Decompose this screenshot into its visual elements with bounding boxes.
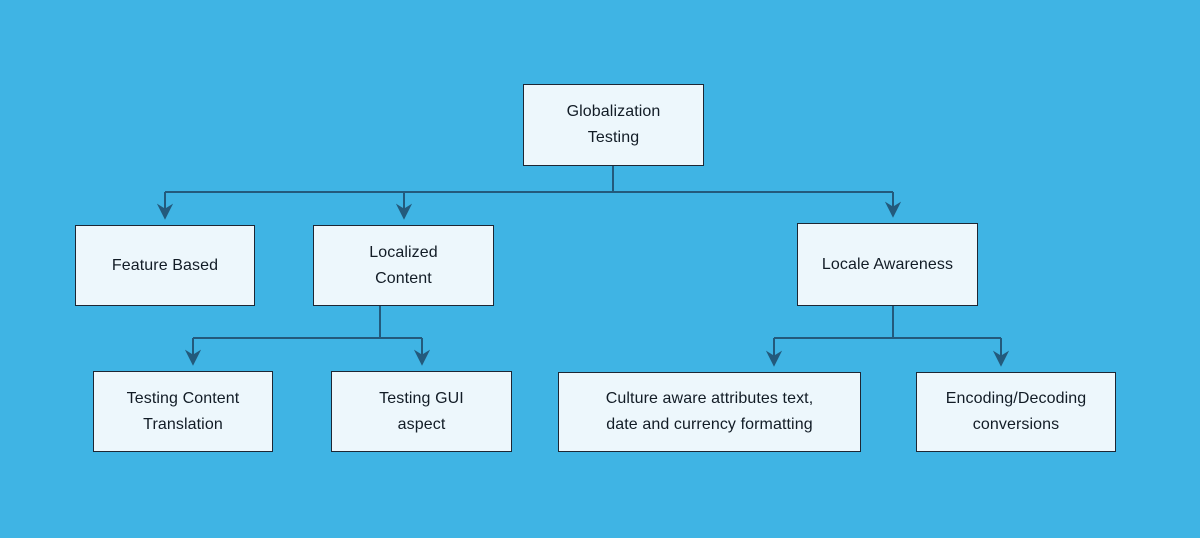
node-culture-aware-formatting: Culture aware attributes text, date and … [558, 372, 861, 452]
node-localized-content-label: Localized Content [369, 243, 438, 287]
node-testing-gui-aspect-label: Testing GUI aspect [379, 389, 464, 433]
node-encoding-decoding-conversions-label: Encoding/Decoding conversions [945, 390, 1087, 433]
connector-localized-content-to-children [193, 306, 422, 339]
node-testing-content-translation: Testing Content Translation [93, 371, 273, 452]
node-localized-content: Localized Content [313, 225, 494, 306]
node-locale-awareness-label: Locale Awareness [821, 255, 954, 273]
node-feature-based-label: Feature Based [111, 256, 219, 274]
node-encoding-decoding-conversions: Encoding/Decoding conversions [916, 372, 1116, 452]
node-testing-gui-aspect: Testing GUI aspect [331, 371, 512, 452]
node-culture-aware-formatting-label: Culture aware attributes text, date and … [605, 390, 814, 433]
connector-locale-awareness-to-children [774, 306, 1001, 339]
node-globalization-testing: Globalization Testing [523, 84, 704, 166]
node-testing-content-translation-label: Testing Content Translation [126, 389, 240, 433]
node-globalization-testing-label: Globalization Testing [566, 103, 661, 146]
connector-root-to-level2 [165, 166, 893, 193]
node-locale-awareness: Locale Awareness [797, 223, 978, 306]
node-feature-based: Feature Based [75, 225, 255, 306]
